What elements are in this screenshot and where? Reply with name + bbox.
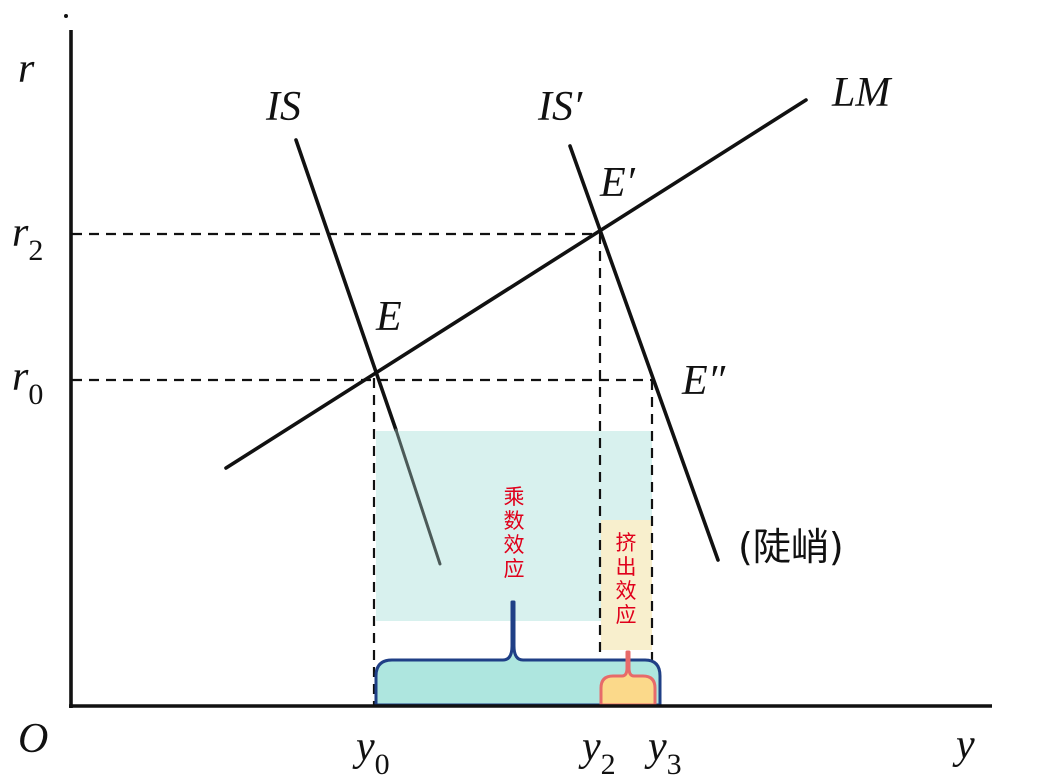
y2-tick-label: y2 <box>578 724 616 781</box>
y-axis-label: r <box>18 46 35 92</box>
y2-main: y <box>578 724 601 770</box>
crowding-char-2: 出 <box>616 555 637 579</box>
multiplier-char-1: 乘 <box>504 485 525 509</box>
crowding-char-1: 挤 <box>616 531 637 555</box>
is-shifted-curve <box>568 144 720 562</box>
r0-sub: 0 <box>28 378 43 411</box>
is-curve-label: IS <box>265 84 301 130</box>
multiplier-effect-brace <box>374 600 662 707</box>
multiplier-char-2: 数 <box>504 509 525 533</box>
y3-tick-label: y3 <box>644 724 682 781</box>
y2-sub: 2 <box>601 748 616 781</box>
point-e-double-prime-label: E″ <box>681 358 726 404</box>
point-e-label: E <box>375 294 402 340</box>
y3-main: y <box>644 724 667 770</box>
lm-curve <box>224 98 808 470</box>
r2-sub: 2 <box>28 234 43 267</box>
y3-sub: 3 <box>667 748 682 781</box>
is-curve-faded-segment <box>394 428 442 566</box>
y0-tick-label: y0 <box>352 724 390 781</box>
crowding-out-effect-region <box>601 520 652 650</box>
r2-tick-label: r2 <box>12 210 43 267</box>
is-curve <box>294 138 398 432</box>
crowding-out-effect-brace <box>599 650 657 707</box>
is-shifted-curve-label: IS′ <box>537 84 583 130</box>
multiplier-effect-label: 乘 数 效 应 <box>504 485 525 581</box>
crowding-out-effect-label: 挤 出 效 应 <box>616 531 637 627</box>
origin-label: O <box>18 716 48 762</box>
crowding-char-3: 效 <box>616 579 637 603</box>
curves <box>224 98 808 562</box>
axis-top-dot <box>64 14 68 18</box>
y0-main: y <box>352 724 375 770</box>
r2-main: r <box>12 210 29 256</box>
steep-label: (陡峭) <box>738 525 844 569</box>
crowding-char-4: 应 <box>616 603 637 627</box>
x-axis-label: y <box>952 722 975 768</box>
lm-curve-label: LM <box>831 70 892 116</box>
r0-tick-label: r0 <box>12 354 43 411</box>
r0-main: r <box>12 354 29 400</box>
y0-sub: 0 <box>375 748 390 781</box>
point-e-prime-label: E′ <box>599 160 636 206</box>
multiplier-char-3: 效 <box>504 533 525 557</box>
multiplier-char-4: 应 <box>504 557 525 581</box>
axes <box>69 30 992 708</box>
